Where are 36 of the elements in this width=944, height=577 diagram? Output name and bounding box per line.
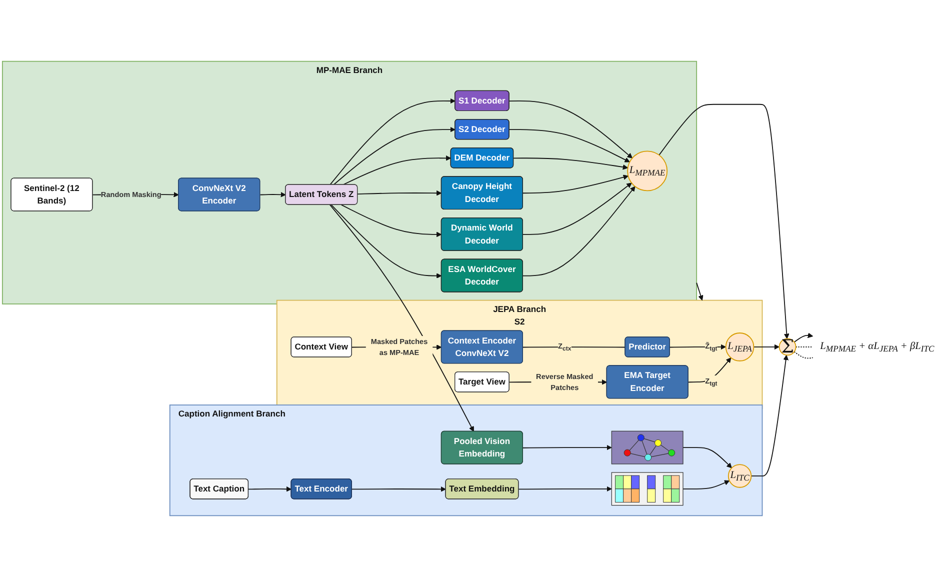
arrow (522, 186, 636, 276)
arrow (750, 354, 788, 476)
arrow (260, 192, 286, 198)
arrow (682, 447, 732, 468)
arrow (342, 155, 452, 186)
arrow (352, 486, 446, 492)
arrow (357, 190, 442, 196)
node-circle: L$_{MPMAE}$ (627, 150, 668, 192)
connector (795, 346, 814, 348)
arrow (688, 357, 732, 383)
arrow (330, 98, 456, 186)
arrow (670, 344, 726, 350)
node-text: L$_{MPMAE}$ + αL$_{JEPA}$ + βL$_{ITC}$ (820, 340, 934, 354)
arrow (794, 332, 814, 343)
node-circle: Σ (778, 338, 796, 356)
connector (794, 351, 814, 359)
arrow (518, 486, 612, 492)
arrow (333, 126, 456, 186)
arrow (753, 344, 780, 350)
arrow (696, 282, 704, 301)
arrow (522, 174, 628, 194)
connector (522, 346, 626, 348)
arrow (682, 480, 730, 490)
node-circle: L$_{JEPA}$ (725, 332, 754, 362)
arrow (508, 100, 633, 158)
arrow (508, 129, 630, 162)
arrow (248, 486, 292, 492)
arrow (522, 182, 632, 235)
arrow (329, 204, 474, 432)
arrow (340, 204, 442, 238)
arrow (330, 204, 442, 278)
arrow (522, 444, 612, 450)
arrow (513, 158, 628, 170)
node-picture (611, 430, 684, 464)
node-circle: L$_{ITC}$ (728, 464, 752, 488)
arrow (658, 104, 790, 339)
